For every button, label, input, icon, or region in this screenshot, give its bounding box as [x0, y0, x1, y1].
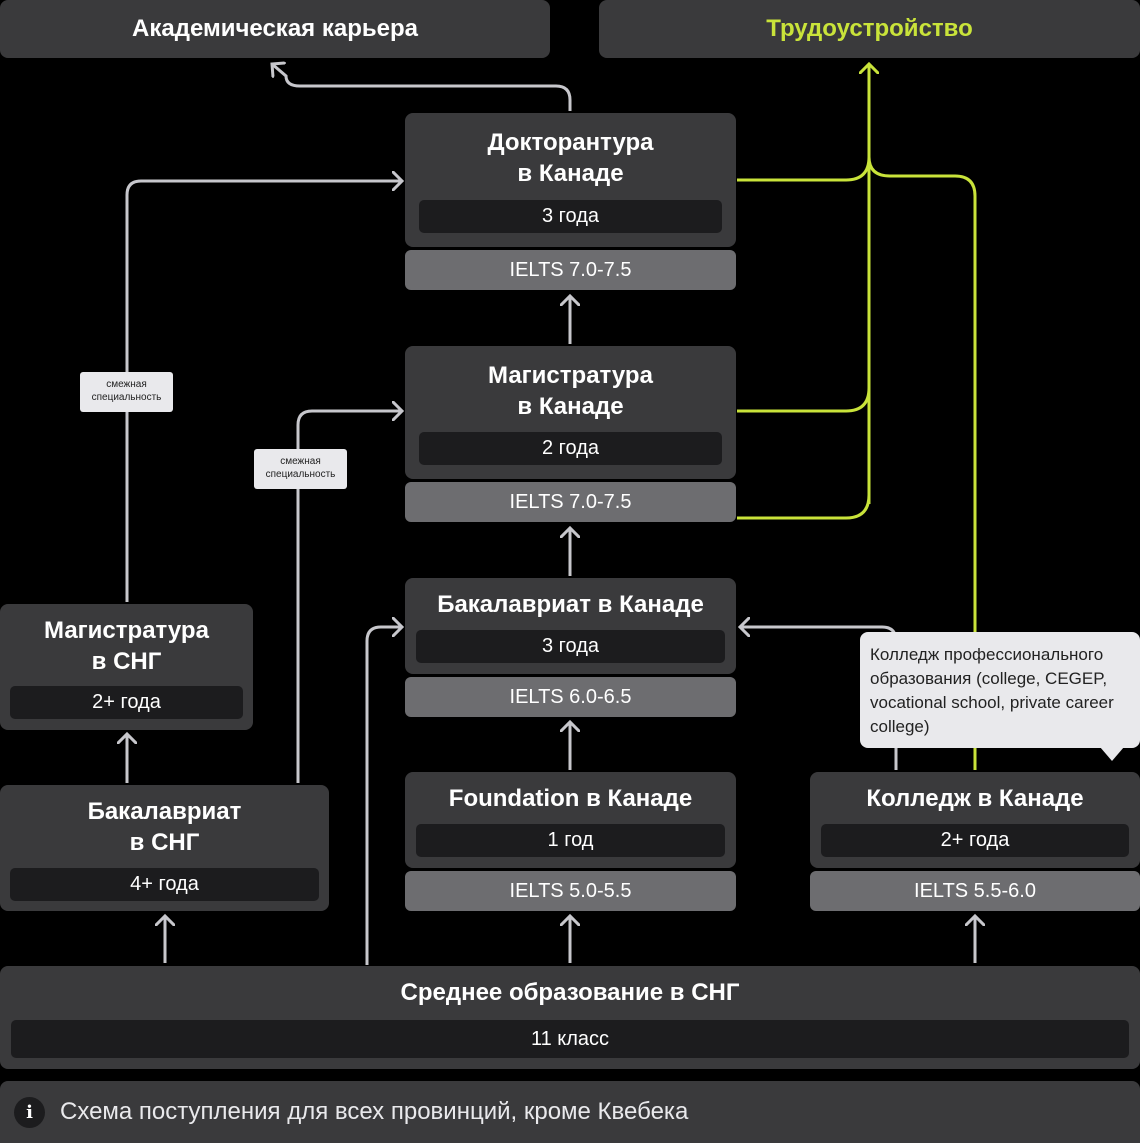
bachelor-cis-duration: 4+ года — [10, 868, 319, 901]
masters-canada-ielts: IELTS 7.0-7.5 — [405, 482, 736, 522]
foundation-duration: 1 год — [416, 824, 725, 857]
line-college-employment — [867, 156, 977, 770]
arrow-doctorate-academic — [272, 64, 572, 111]
related-specialty-tag-line2: специальность — [91, 392, 162, 403]
college-tooltip-text: Колледж профессионального образования (c… — [870, 645, 1114, 736]
doctorate-title-line1: Докторантура — [487, 129, 654, 156]
related-specialty-tag-line2: специальность — [265, 469, 336, 480]
related-specialty-tag: смежная специальность — [80, 372, 173, 412]
foundation-title: Foundation в Канаде — [448, 785, 693, 812]
foundation-box: Foundation в Канаде 1 год — [405, 772, 736, 868]
related-specialty-tag: смежная специальность — [254, 449, 347, 489]
employment-label: Трудоустройство — [766, 15, 973, 42]
secondary-box: Среднее образование в СНГ 11 класс — [0, 966, 1140, 1069]
secondary-duration: 11 класс — [11, 1020, 1129, 1058]
arrow-secondary-bachelor — [365, 627, 402, 965]
bachelor-canada-duration: 3 года — [416, 630, 725, 663]
masters-canada-title: Магистратура в Канаде — [405, 360, 736, 422]
academic-career-label: Академическая карьера — [132, 15, 418, 42]
masters-cis-title-line2: в СНГ — [91, 648, 162, 675]
footer-note: i Схема поступления для всех провинций, … — [0, 1081, 1140, 1143]
line-ielts-employment — [737, 411, 871, 520]
employment-header: Трудоустройство — [599, 0, 1140, 58]
bachelor-canada-ielts: IELTS 6.0-6.5 — [405, 677, 736, 717]
masters-canada-duration: 2 года — [419, 432, 722, 465]
masters-cis-title-line1: Магистратура — [44, 617, 209, 644]
bachelor-cis-title-line1: Бакалавриат — [87, 798, 242, 825]
college-tooltip: Колледж профессионального образования (c… — [860, 632, 1140, 748]
masters-cis-duration: 2+ года — [10, 686, 243, 719]
footer-text: Схема поступления для всех провинций, кр… — [60, 1098, 689, 1125]
foundation-ielts: IELTS 5.0-5.5 — [405, 871, 736, 911]
arrow-bachelor-cis-masters — [296, 411, 402, 783]
academic-career-header: Академическая карьера — [0, 0, 550, 58]
doctorate-duration: 3 года — [419, 200, 722, 233]
college-duration: 2+ года — [821, 824, 1129, 857]
related-specialty-tag-line1: смежная — [280, 456, 321, 467]
masters-cis-title: Магистратура в СНГ — [0, 615, 253, 677]
bachelor-canada-box: Бакалавриат в Канаде 3 года — [405, 578, 736, 674]
bachelor-cis-title-line2: в СНГ — [129, 829, 200, 856]
masters-canada-title-line2: в Канаде — [517, 393, 624, 420]
bachelor-cis-box: Бакалавриат в СНГ 4+ года — [0, 785, 329, 911]
masters-canada-box: Магистратура в Канаде 2 года — [405, 346, 736, 479]
college-ielts: IELTS 5.5-6.0 — [810, 871, 1140, 911]
bachelor-cis-title: Бакалавриат в СНГ — [0, 796, 329, 858]
college-box: Колледж в Канаде 2+ года — [810, 772, 1140, 868]
secondary-title: Среднее образование в СНГ — [400, 979, 740, 1006]
doctorate-title: Докторантура в Канаде — [405, 127, 736, 189]
arrow-masters-cis-doctorate — [125, 181, 402, 602]
doctorate-ielts: IELTS 7.0-7.5 — [405, 250, 736, 290]
line-masters-employment — [737, 387, 871, 413]
line-doctorate-employment — [737, 156, 871, 182]
bachelor-canada-title: Бакалавриат в Канаде — [437, 591, 704, 618]
related-specialty-tag-line1: смежная — [106, 379, 147, 390]
tooltip-tail — [1100, 747, 1124, 761]
doctorate-box: Докторантура в Канаде 3 года — [405, 113, 736, 247]
info-icon: i — [14, 1097, 45, 1128]
masters-canada-title-line1: Магистратура — [488, 362, 653, 389]
doctorate-title-line2: в Канаде — [517, 160, 624, 187]
masters-cis-box: Магистратура в СНГ 2+ года — [0, 604, 253, 730]
college-title: Колледж в Канаде — [866, 785, 1084, 812]
